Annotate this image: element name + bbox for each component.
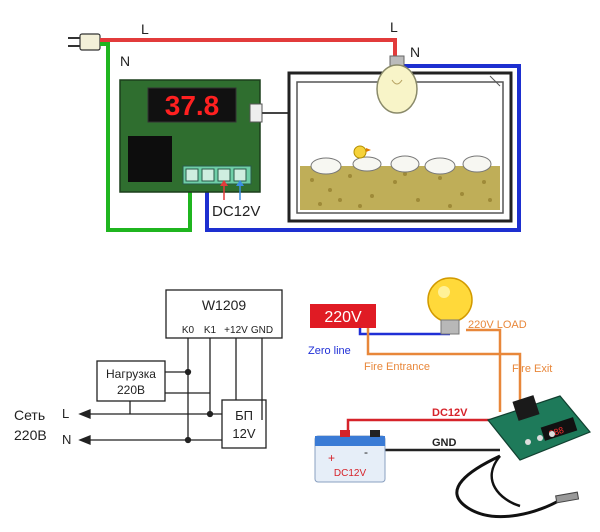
fire-exit-label: Fire Exit — [512, 363, 552, 375]
battery-minus: - — [364, 445, 368, 459]
incubator-wiring-diagram: L L N N 37.8 DC12V — [68, 19, 521, 232]
voltage-source-box — [310, 304, 376, 328]
fire-entrance-label: Fire Entrance — [364, 361, 430, 373]
light-bulb-icon — [376, 55, 418, 114]
dc12v-wire — [346, 418, 505, 433]
load-label-2: 220В — [117, 383, 145, 397]
mains-label-2: 220В — [14, 427, 47, 443]
eggs — [310, 155, 492, 175]
load-label-1: Нагрузка — [106, 367, 156, 381]
live-wire — [100, 38, 397, 56]
probe-tip — [555, 491, 580, 504]
mains-label-1: Сеть — [14, 407, 45, 423]
probe-cable — [455, 454, 561, 519]
load-label: 220V LOAD — [468, 319, 527, 331]
psu-label-1: БП — [235, 408, 253, 423]
battery-plus: + — [328, 451, 335, 465]
fire-exit-wire — [466, 328, 502, 412]
dc12v-label: DC12V — [212, 203, 260, 220]
zero-line-label: Zero line — [308, 345, 351, 357]
voltage-label: 220V — [324, 309, 362, 326]
neutral-label-right: N — [410, 44, 420, 60]
battery-label: DC12V — [334, 468, 367, 479]
psu-box — [221, 399, 267, 449]
relay-block — [128, 136, 172, 182]
w1209-photo-wiring: 220V 220V LOAD Zero line Fire Entrance F… — [308, 277, 591, 519]
w1209-schematic — [78, 289, 283, 449]
pin-k0: K0 — [182, 325, 195, 336]
psu-label-2: 12V — [232, 426, 255, 441]
temperature-display: 37.8 — [165, 90, 220, 121]
live-label-right: L — [390, 19, 398, 35]
chick-icon — [353, 145, 371, 159]
load-lamp-icon — [427, 277, 473, 335]
pin-12v: +12V — [224, 325, 248, 336]
mains-N-label: N — [62, 432, 71, 447]
live-label-left: L — [141, 21, 149, 37]
dc12v-wire-label: DC12V — [432, 407, 468, 419]
module-title: W1209 — [202, 297, 247, 313]
pin-gnd: GND — [251, 325, 273, 336]
gnd-label: GND — [432, 437, 457, 449]
thermostat-board: 37.8 — [119, 79, 263, 193]
sensor-connector — [249, 103, 263, 123]
neutral-label-left: N — [120, 53, 130, 69]
pin-k1: K1 — [204, 325, 217, 336]
load-box — [96, 360, 166, 402]
power-plug-icon — [68, 33, 101, 51]
w1209-module-photo: 888 — [486, 395, 591, 461]
battery-icon: + - DC12V — [314, 430, 386, 483]
w1209-module-box — [165, 289, 283, 339]
fire-entrance-wire — [366, 326, 522, 402]
earth-wire — [100, 42, 192, 232]
mains-L-label: L — [62, 406, 69, 421]
